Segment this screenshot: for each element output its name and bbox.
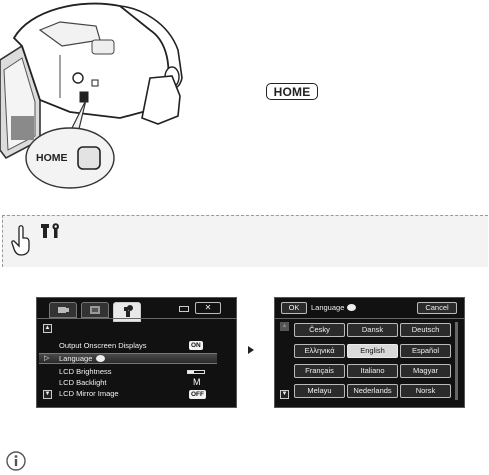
menu-item-output-displays[interactable]: Output Onscreen Displays [59, 341, 147, 350]
language-title: Language [311, 303, 345, 312]
language-globe-icon [96, 355, 105, 362]
home-key-badge: HOME [266, 83, 318, 100]
scroll-down-button[interactable]: ▼ [43, 390, 52, 399]
touch-operation-banner [2, 215, 488, 267]
language-option-magyar[interactable]: Magyar [400, 364, 451, 378]
output-displays-value: ON [189, 341, 203, 350]
scroll-up-button-disabled[interactable]: ▲ [280, 322, 289, 331]
menu-divider [37, 318, 237, 319]
home-button-callout-label: HOME [36, 152, 68, 164]
menu-item-lcd-mirror[interactable]: LCD Mirror Image [59, 389, 119, 398]
language-option-dansk[interactable]: Dansk [347, 323, 398, 337]
language-option-cesky[interactable]: Česky [294, 323, 345, 337]
setup-tools-icon [41, 223, 59, 238]
language-option-ellinika[interactable]: Ελληνικά [294, 344, 345, 358]
info-icon [6, 451, 26, 471]
language-option-norsk[interactable]: Norsk [400, 384, 451, 398]
setup-menu-screen: ✕ ▲ ▼ Output Onscreen Displays ON ▷ Lang… [36, 297, 237, 408]
menu-item-lcd-backlight[interactable]: LCD Backlight [59, 378, 107, 387]
language-screen: OK Language Cancel ▲ ▼ Česky Dansk Deuts… [274, 297, 465, 408]
scroll-up-button[interactable]: ▲ [43, 324, 52, 333]
menu-item-language-highlight[interactable] [39, 353, 217, 364]
ok-button[interactable]: OK [281, 302, 307, 314]
tab-setup-icon[interactable] [113, 302, 141, 322]
language-scrollbar[interactable] [455, 322, 458, 400]
language-option-english[interactable]: English [347, 344, 398, 358]
lcd-mirror-value: OFF [189, 390, 206, 399]
language-option-melayu[interactable]: Melayu [294, 384, 345, 398]
language-option-italiano[interactable]: Italiano [347, 364, 398, 378]
language-option-deutsch[interactable]: Deutsch [400, 323, 451, 337]
language-option-francais[interactable]: Français [294, 364, 345, 378]
lcd-brightness-bar [187, 370, 205, 374]
scroll-down-button[interactable]: ▼ [280, 390, 289, 399]
tab-playback-icon[interactable] [81, 302, 109, 318]
close-button[interactable]: ✕ [195, 302, 221, 314]
menu-item-language[interactable]: Language [59, 354, 93, 363]
next-step-arrow-icon [248, 346, 254, 354]
tab-camera-icon[interactable] [49, 302, 77, 318]
cancel-button[interactable]: Cancel [417, 302, 457, 314]
battery-icon [179, 306, 189, 312]
menu-item-lcd-brightness[interactable]: LCD Brightness [59, 367, 112, 376]
camcorder-illustration [0, 2, 183, 189]
language-divider [275, 318, 465, 319]
language-globe-icon-2 [347, 304, 356, 311]
language-option-espanol[interactable]: Español [400, 344, 451, 358]
language-option-nederlands[interactable]: Nederlands [347, 384, 398, 398]
pointer-icon: ▷ [44, 355, 50, 362]
touch-hand-icon [11, 225, 30, 256]
lcd-backlight-value: M [193, 377, 201, 387]
